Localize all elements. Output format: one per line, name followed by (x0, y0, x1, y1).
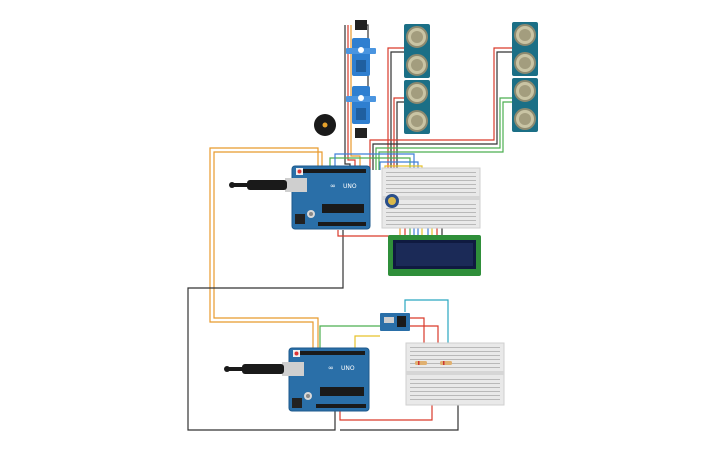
breadboard-bottom-holes (410, 347, 500, 400)
breadboard-top[interactable] (381, 167, 481, 229)
arduino-top-logo: ∞ (330, 182, 336, 190)
arduino-bottom-logo: ∞ (328, 364, 334, 372)
wire-sensor4-green2 (378, 101, 512, 170)
breadboard-top-holes (386, 172, 476, 225)
wire-sensor3-red (369, 47, 512, 170)
arduino-uno-top[interactable]: ∞ UNO (291, 165, 371, 230)
resistor-2[interactable] (440, 361, 452, 365)
usb-plug-top (229, 178, 307, 192)
breadboard-bottom[interactable] (405, 342, 505, 406)
piezo-buzzer[interactable] (314, 114, 336, 136)
ultrasonic-sensor-3[interactable] (512, 22, 538, 76)
wire-servo-red (347, 25, 356, 170)
wire-green-rtc (319, 325, 380, 350)
ultrasonic-sensor-1[interactable] (404, 24, 430, 78)
servo-motor-2[interactable] (346, 86, 376, 138)
wire-yellow-rtc (354, 335, 380, 350)
wire-teal-rtc (404, 299, 449, 362)
lcd-16x2[interactable] (388, 235, 481, 276)
ultrasonic-sensor-2[interactable] (404, 80, 430, 134)
wire-sensor3-black (372, 51, 512, 170)
wire-orange-2 (213, 151, 323, 350)
wire-sensor2-black (396, 101, 404, 170)
wire-sensor2-red (393, 97, 404, 170)
potentiometer[interactable] (385, 194, 399, 208)
wire-servo-orange (350, 25, 361, 170)
usb-plug-bottom (224, 362, 304, 376)
arduino-uno-bottom[interactable]: ∞ UNO (288, 347, 370, 412)
servo-motor-1[interactable] (346, 20, 376, 76)
wire-sensor1-red (387, 47, 404, 170)
arduino-bottom-brand: UNO (341, 365, 355, 372)
wire-sensor1-black (390, 51, 404, 170)
resistor-1[interactable] (415, 361, 427, 365)
wire-black-long (187, 230, 344, 431)
ultrasonic-sensor-4[interactable] (512, 78, 538, 132)
rtc-module[interactable] (380, 313, 410, 331)
arduino-top-brand: UNO (343, 183, 357, 190)
wire-sensor4-green (375, 97, 512, 170)
